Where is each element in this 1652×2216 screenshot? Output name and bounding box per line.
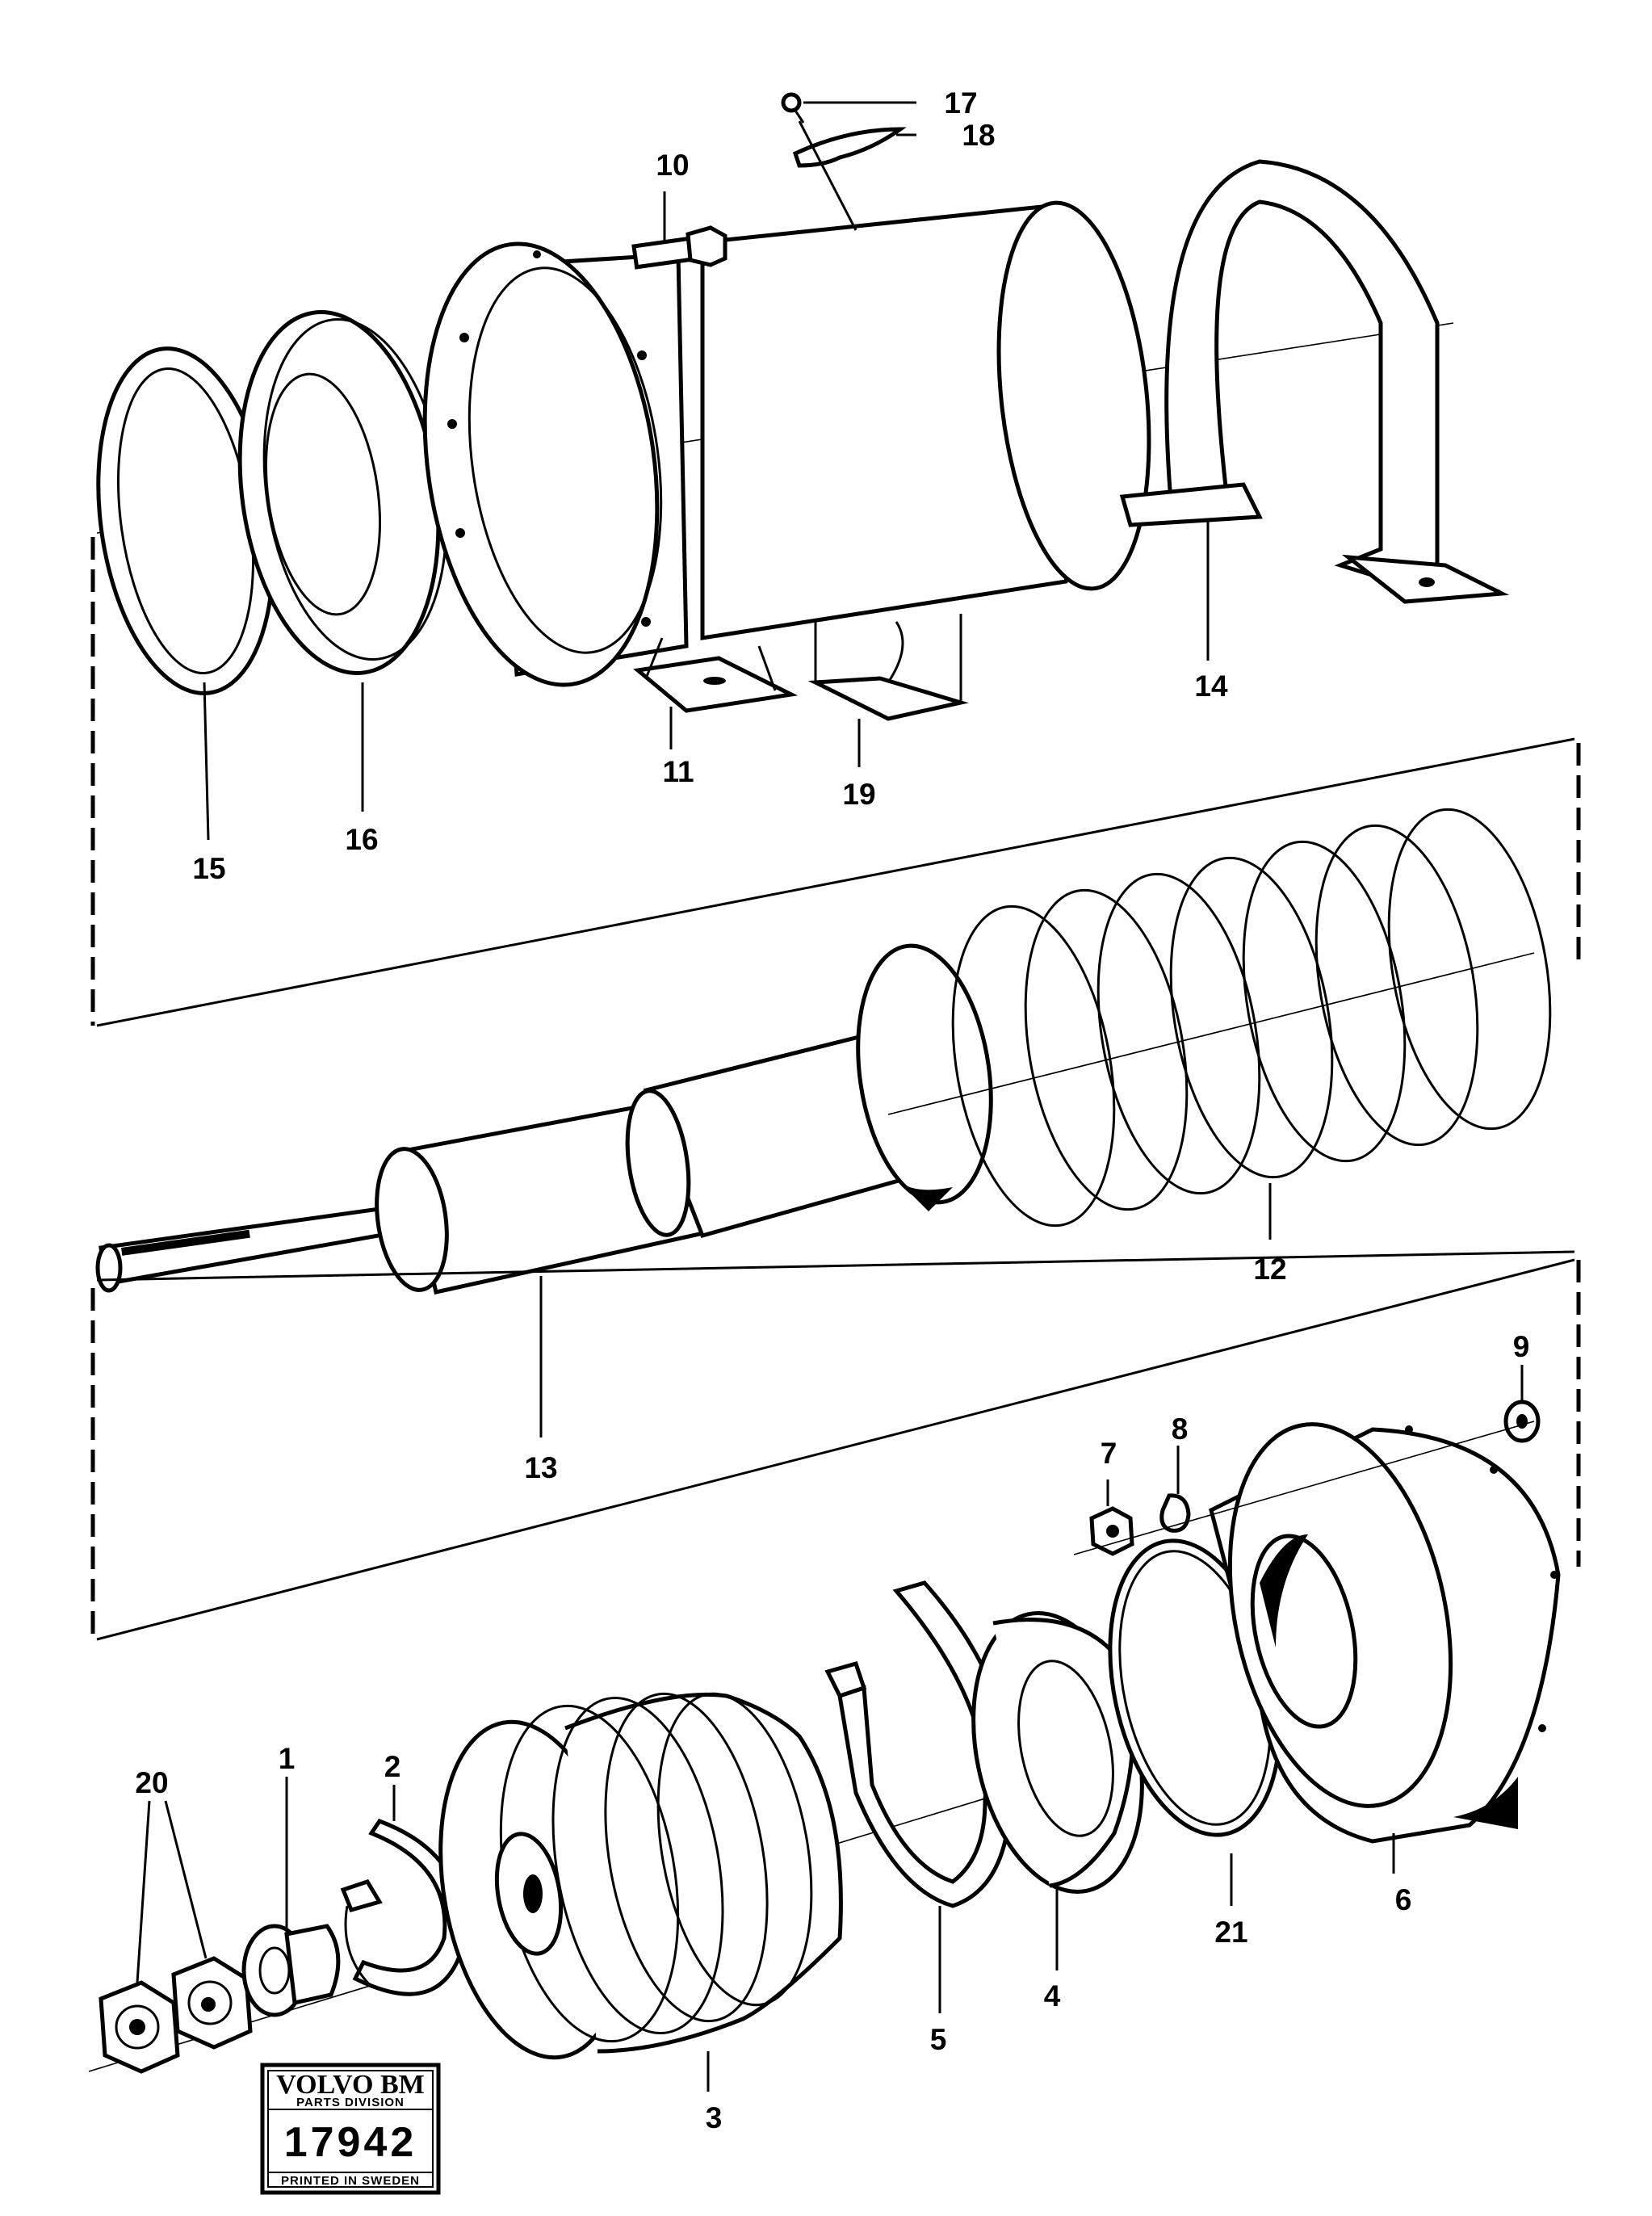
part-6-cover [1209,1422,1561,1844]
housing-assembly-group [96,92,1510,721]
callout-10: 10 [656,149,689,182]
part-13-piston-tube [95,1030,907,1295]
part-20-nuts [99,1956,253,2074]
cover-assembly-group [88,1400,1561,2074]
part-9-washer [1503,1400,1541,1443]
callout-20: 20 [135,1766,168,1799]
callout-3: 3 [706,2101,723,2134]
callout-16: 16 [345,823,378,856]
callout-6: 6 [1395,1883,1412,1916]
callout-2: 2 [384,1750,401,1783]
callout-14: 14 [1194,669,1228,703]
callout-19: 19 [842,778,875,811]
stamp-number: 17942 [284,2119,417,2166]
callout-17: 17 [944,86,977,120]
callout-4: 4 [1044,1979,1061,2012]
callout-9: 9 [1513,1330,1530,1363]
callout-21: 21 [1214,1916,1247,1949]
part-11-mounting-foot [633,637,799,713]
callout-15: 15 [192,852,225,885]
volvo-bm-parts-stamp: VOLVO BM PARTS DIVISION 17942 PRINTED IN… [260,2063,441,2195]
stamp-brand: VOLVO BM [276,2070,424,2100]
part-17-screw [781,92,805,124]
part-7-nut [1089,1506,1134,1556]
part-18-plate [792,127,907,168]
part-4-rubber-boot [971,1611,1144,1894]
part-14-strap-bracket [1119,159,1510,604]
part-12-coil-spring [856,808,1552,1228]
callout-labels: 17 18 10 15 16 11 19 14 12 13 9 8 7 6 21… [135,86,1529,2134]
callout-12: 12 [1253,1253,1286,1286]
callout-1: 1 [279,1742,296,1775]
strut-assembly-group [95,808,1552,1295]
callout-11: 11 [662,755,694,788]
stamp-footer: PRINTED IN SWEDEN [281,2174,420,2188]
middle-panel-frame [90,1250,1581,1643]
callout-13: 13 [524,1451,557,1484]
part-19-clamp-foot [807,614,969,721]
part-1-spacer [241,1924,341,2017]
part-8-lock-washer [1159,1493,1191,1533]
callout-18: 18 [962,119,995,152]
stamp-division: PARTS DIVISION [296,2096,405,2109]
upper-panel-frame [90,537,1581,1027]
callout-8: 8 [1172,1412,1189,1446]
leader-lines [136,101,1524,2092]
callout-7: 7 [1101,1437,1117,1470]
callout-5: 5 [930,2023,947,2056]
part-3-bellows [438,1692,843,2060]
housing-cylinder [422,200,1151,687]
part-10-bolt [631,225,727,270]
